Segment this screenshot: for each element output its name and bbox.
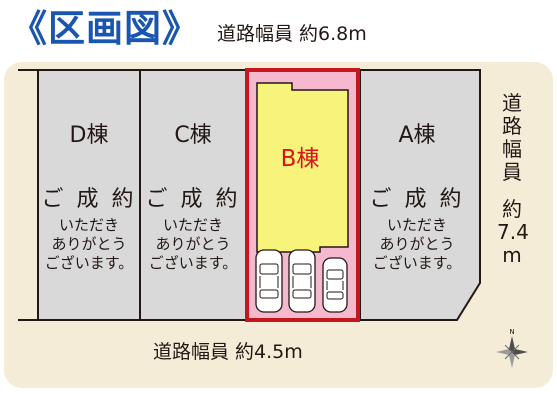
lot-b-highlight xyxy=(245,68,360,322)
road-width-top: 道路幅員 約6.8m xyxy=(217,23,367,45)
parking-car-1 xyxy=(255,249,283,313)
lot-c-label: C棟 xyxy=(174,123,212,148)
compass-label: N xyxy=(509,328,514,336)
lot-d-status: ご 成 約いただき ありがとう ございます。 xyxy=(41,187,137,272)
parking-car-2 xyxy=(288,249,316,313)
road-width-bottom: 道路幅員 約4.5m xyxy=(153,341,303,363)
lot-a-status: ご 成 約いただき ありがとう ございます。 xyxy=(369,187,465,272)
lot-a-label: A棟 xyxy=(398,123,436,148)
compass-icon xyxy=(496,336,528,368)
parking-car-3 xyxy=(322,257,348,313)
lot-c-status: ご 成 約いただき ありがとう ございます。 xyxy=(145,187,241,272)
page-title: 《区画図》 xyxy=(10,7,200,50)
road-width-right: 道 路 幅 員 約 7.4 m xyxy=(497,91,529,267)
lot-b-label: B棟 xyxy=(280,146,320,172)
lot-d-label: D棟 xyxy=(69,123,109,148)
